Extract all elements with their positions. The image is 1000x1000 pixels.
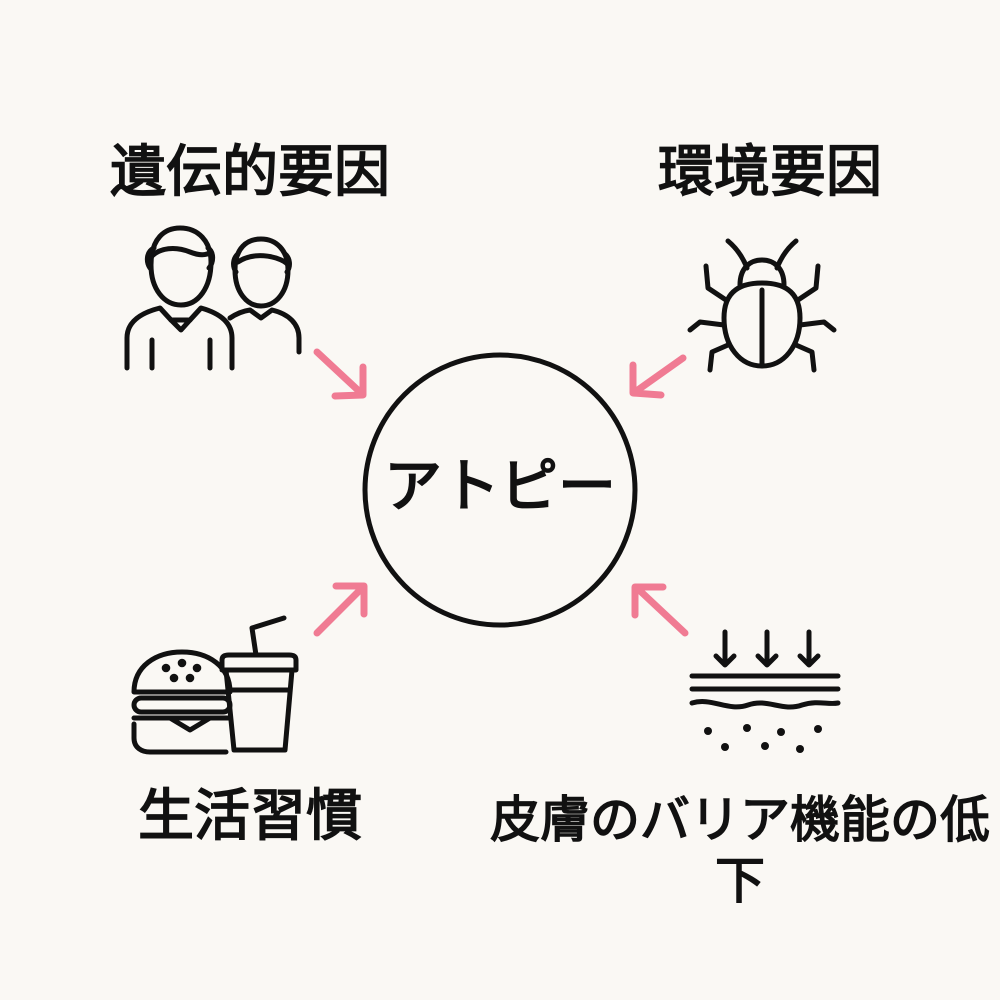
- center-circle: [362, 352, 638, 628]
- arrow-environment: [629, 354, 687, 399]
- lifestyle-factor-label: 生活習慣: [138, 784, 362, 849]
- arrow-genetic: [313, 348, 367, 400]
- bug-icon: [687, 238, 837, 373]
- genetic-factor-label: 遺伝的要因: [110, 140, 390, 205]
- center-label: アトピー: [383, 452, 616, 520]
- fast-food-icon: [131, 615, 299, 755]
- arrow-lifestyle: [313, 582, 368, 637]
- skin-dots: [704, 724, 822, 753]
- skin-layers-icon: [689, 629, 841, 710]
- arrow-barrier: [631, 583, 689, 637]
- skin-barrier-factor-label: 皮膚のバリア機能の低下: [490, 791, 990, 910]
- environment-factor-label: 環境要因: [658, 140, 882, 205]
- people-icon: [124, 225, 302, 371]
